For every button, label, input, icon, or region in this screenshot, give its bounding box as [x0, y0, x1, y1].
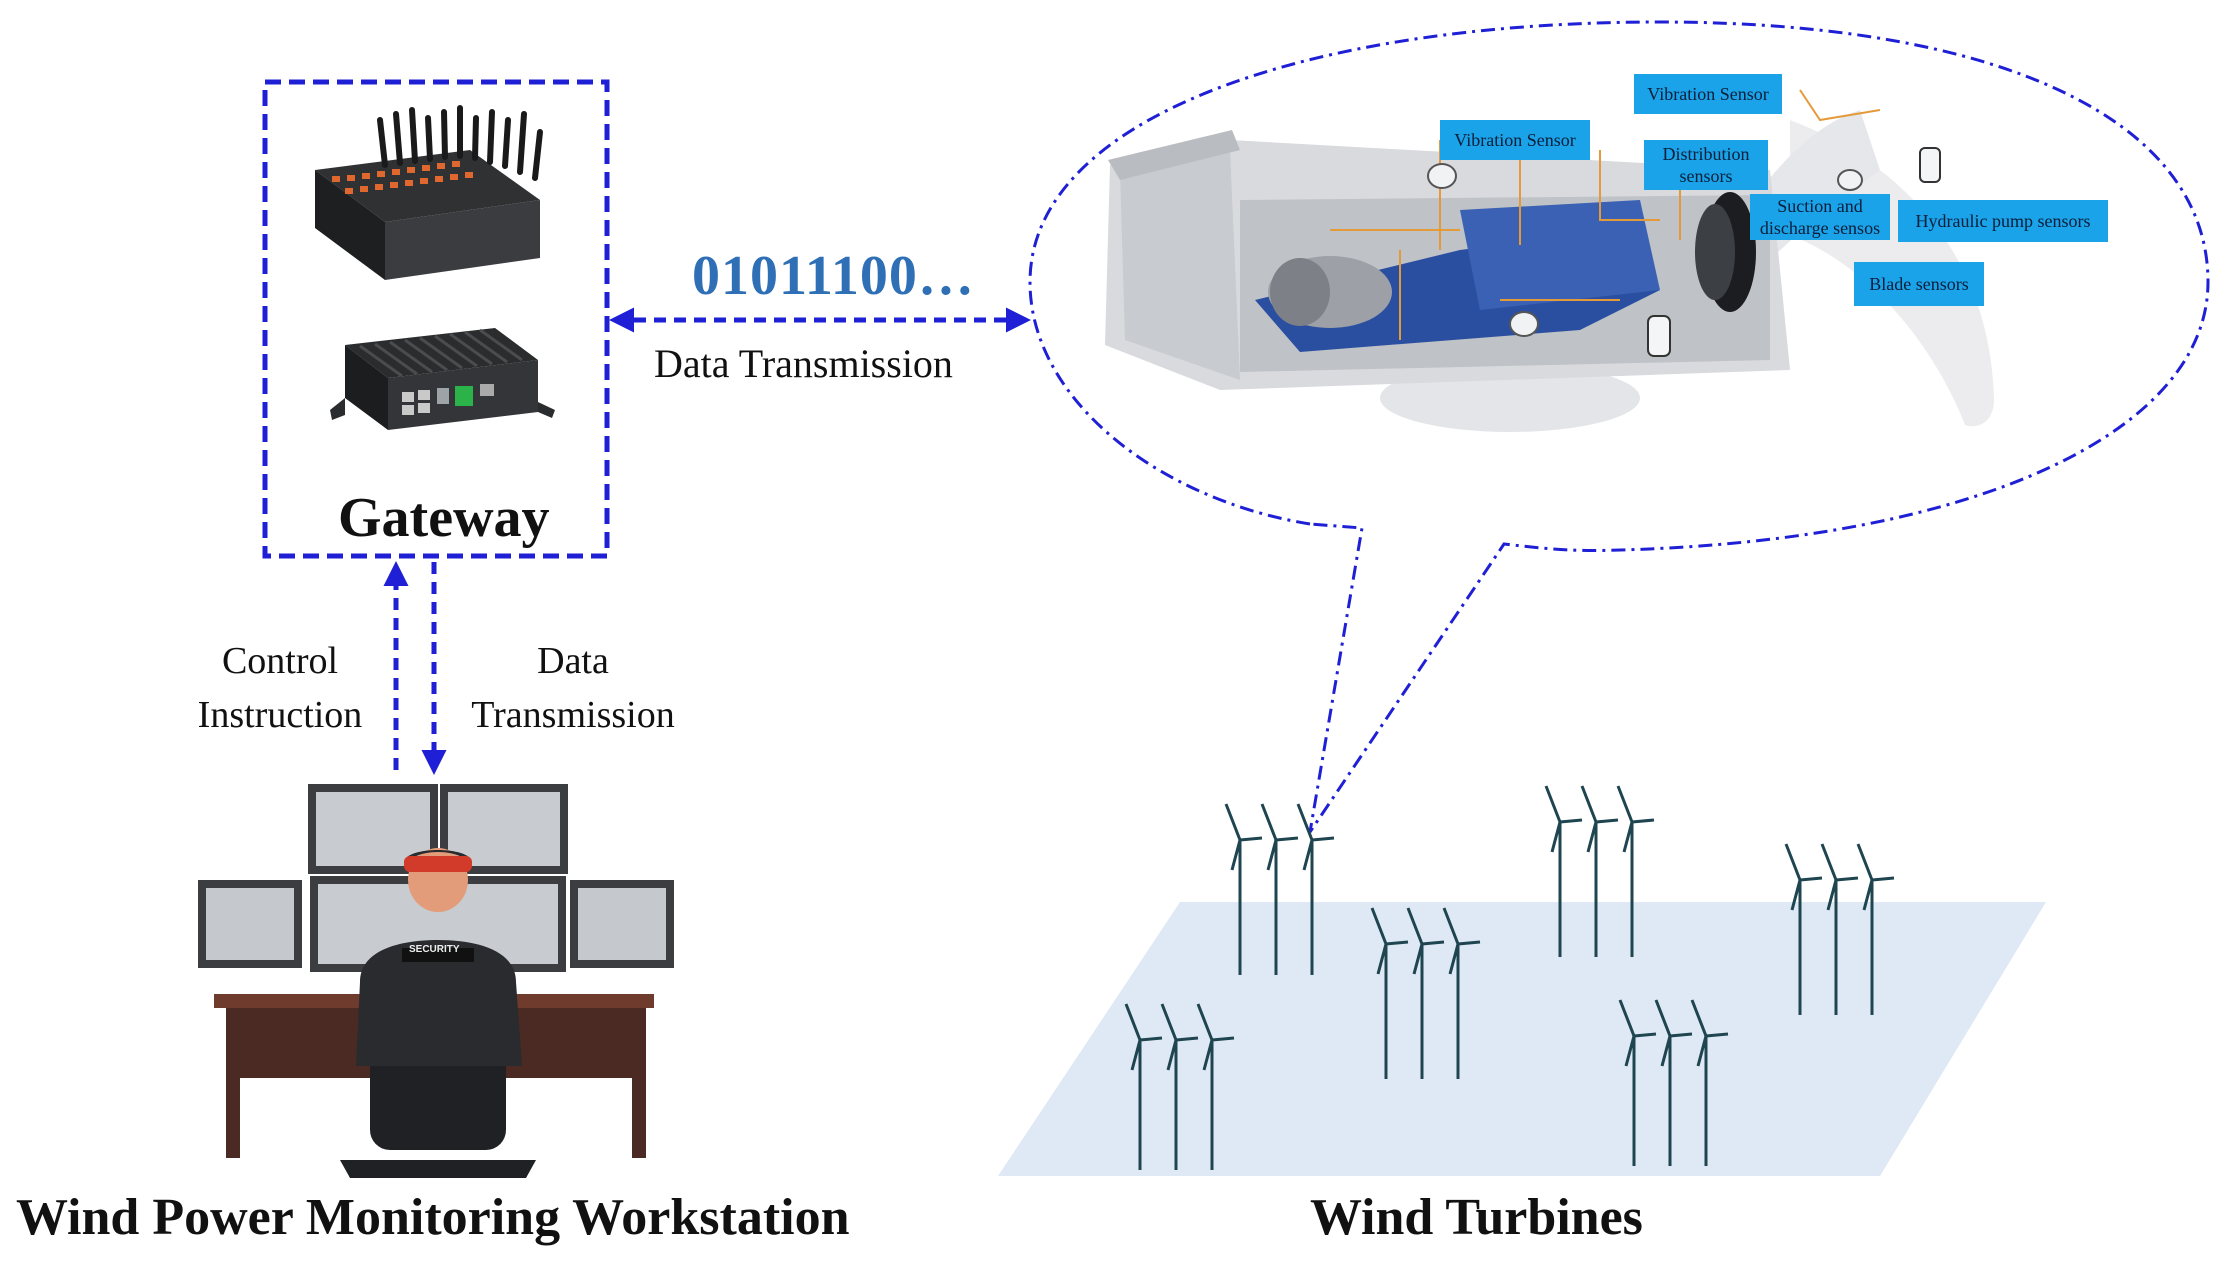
sensor-tag-blade: Blade sensors [1854, 262, 1984, 306]
sensor-tag-suction-discharge: Suction and discharge sensos [1750, 194, 1890, 240]
monitoring-workstation-illustration [198, 784, 674, 1178]
turbine-group [1784, 843, 1895, 1015]
sensor-tag-vibration-2: Vibration Sensor [1634, 74, 1782, 114]
callout-bubble [1028, 20, 2210, 833]
turbine-group [1370, 907, 1481, 1079]
sensor-tag-vibration-1: Vibration Sensor [1440, 120, 1590, 160]
sensor-tag-distribution: Distribution sensors [1644, 140, 1768, 190]
workstation-title: Wind Power Monitoring Workstation [16, 1189, 850, 1246]
sms-gateway-device [315, 105, 543, 280]
sensor-tag-hydraulic-pump: Hydraulic pump sensors [1898, 200, 2108, 242]
gateway-title: Gateway [338, 487, 550, 549]
gateway-box [262, 79, 610, 559]
turbine-group [1124, 1003, 1235, 1170]
turbine-group [1544, 785, 1655, 957]
turbine-group [1618, 999, 1729, 1166]
industrial-gateway-device [330, 328, 555, 430]
turbine-field [998, 902, 2046, 1176]
control-instruction-label: Control Instruction [197, 640, 363, 736]
turbines-title: Wind Turbines [1310, 1189, 1643, 1246]
data-transmission-vertical-label: Data Transmission [471, 640, 675, 736]
binary-stream: 01011100… [692, 245, 975, 307]
turbine-group [1224, 803, 1335, 975]
data-transmission-label: Data Transmission [654, 341, 953, 386]
security-badge: SECURITY [409, 944, 460, 955]
